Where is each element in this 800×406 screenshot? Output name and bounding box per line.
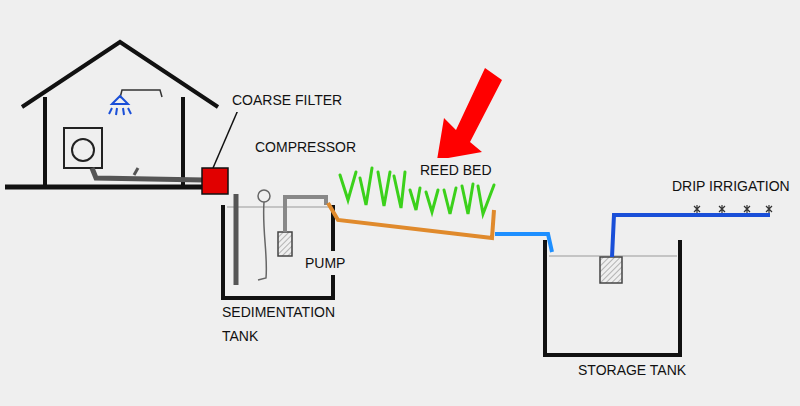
part-label: COARSE FILTER <box>230 88 344 112</box>
part-label: PUMP <box>303 251 347 275</box>
coarse-filter <box>202 168 228 194</box>
part-label: COMPRESSOR <box>253 135 358 159</box>
house <box>5 42 218 187</box>
part-label: REED BED <box>418 158 494 182</box>
part-label: STORAGE TANK <box>576 358 688 382</box>
part-label: DRIP IRRIGATION <box>670 174 792 198</box>
part-label: SEDIMENTATION TANK <box>220 300 352 348</box>
